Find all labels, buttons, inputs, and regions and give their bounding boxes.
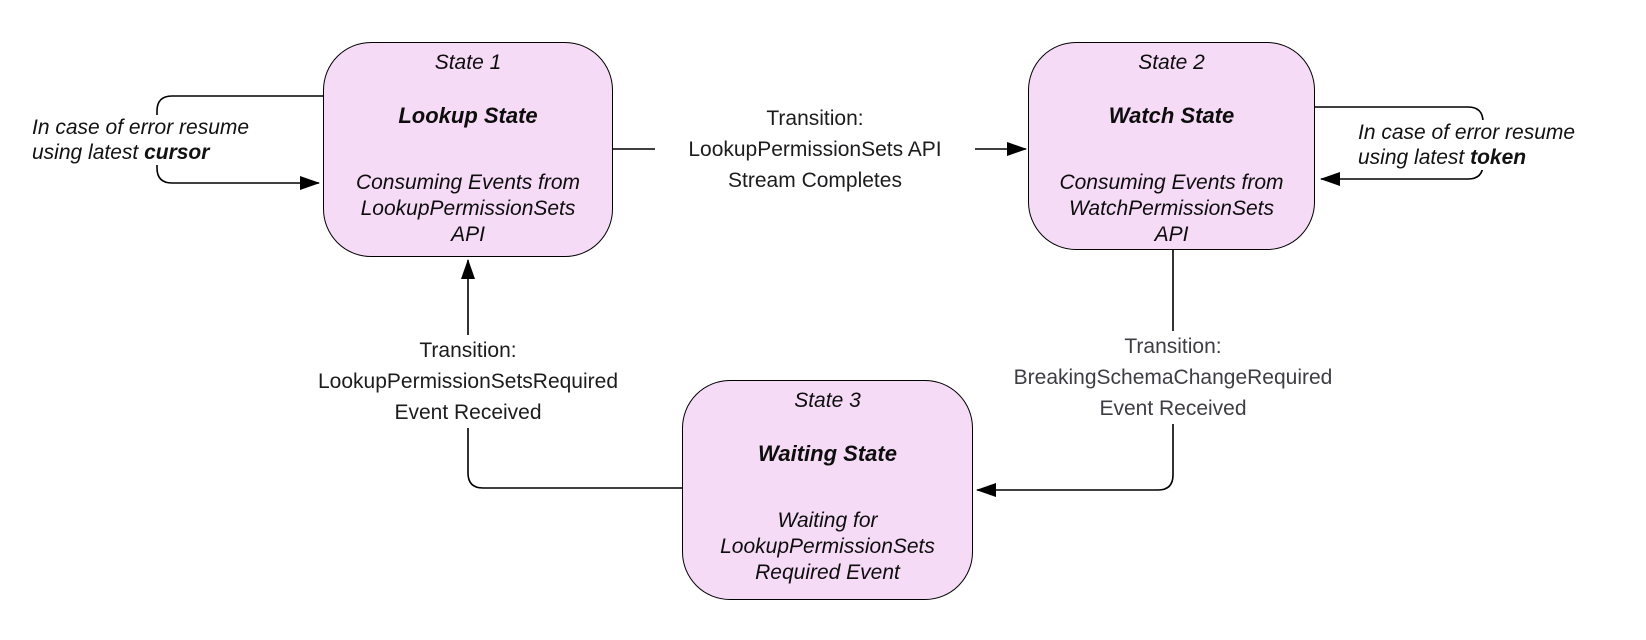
state2-description: Consuming Events from WatchPermissionSet… xyxy=(1059,171,1284,246)
loop-label-line1: In case of error resume xyxy=(32,116,250,139)
loop-label-line2-prefix: using latest xyxy=(1358,146,1471,169)
state2-title: State 2 xyxy=(1138,51,1205,74)
connector-state3-to-state1 xyxy=(461,259,682,489)
state3-title: State 3 xyxy=(794,389,861,412)
error-resume-label-token: In case of error resume using latest tok… xyxy=(1358,120,1576,170)
transition-label-breaking-schema-change: Transition: BreakingSchemaChangeRequired… xyxy=(988,331,1358,424)
transition-label-stream-completes: Transition: LookupPermissionSets API Str… xyxy=(655,103,975,196)
state1-description: Consuming Events from LookupPermissionSe… xyxy=(355,171,581,246)
error-resume-label-cursor: In case of error resume using latest cur… xyxy=(32,115,250,165)
state-box-waiting: State 3 Waiting State Waiting for Lookup… xyxy=(682,380,973,600)
loop-label-line1: In case of error resume xyxy=(1358,121,1576,144)
loop-label-line2-prefix: using latest xyxy=(32,141,145,164)
transition-label-lookup-required: Transition: LookupPermissionSetsRequired… xyxy=(298,335,638,428)
connector-state2-to-state3 xyxy=(976,250,1174,497)
state1-name: Lookup State xyxy=(398,103,538,128)
loop-label-bold-word-cursor: cursor xyxy=(144,141,210,164)
state1-title: State 1 xyxy=(434,51,502,74)
state3-description: Waiting for LookupPermissionSets Require… xyxy=(720,509,935,584)
state-box-watch: State 2 Watch State Consuming Events fro… xyxy=(1028,42,1315,250)
state-box-lookup: State 1 Lookup State Consuming Events fr… xyxy=(323,42,613,257)
state3-name: Waiting State xyxy=(758,441,897,466)
loop-label-bold-word-token: token xyxy=(1470,146,1527,169)
state2-name: Watch State xyxy=(1108,103,1235,128)
